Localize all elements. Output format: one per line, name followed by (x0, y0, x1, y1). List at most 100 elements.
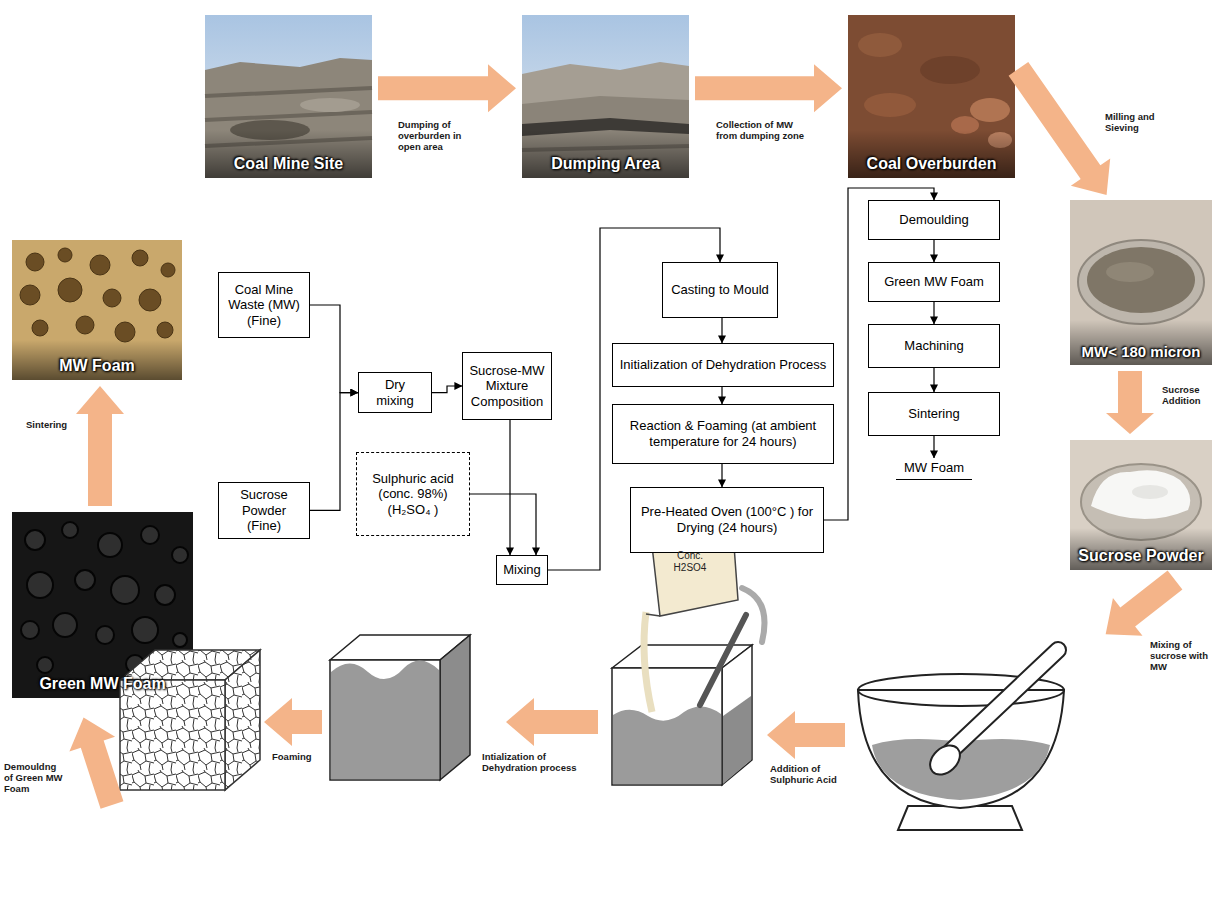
block-arrow (76, 386, 124, 506)
overburden-photo (920, 56, 980, 84)
photo-panel: MW Foam (12, 240, 182, 380)
photo-panel: Dumping Area (522, 15, 689, 178)
milled-powder-photo (1070, 200, 1212, 365)
green-foam-photo (62, 522, 78, 538)
green-foam-photo (96, 626, 114, 644)
arrow-label: Sucrose Addition (1162, 385, 1210, 407)
green-foam-photo (172, 547, 188, 563)
photo-panel: Coal Mine Site (205, 15, 372, 178)
dumping-area-photo (522, 62, 689, 178)
node-text: MW Foam (59, 357, 135, 375)
milled-powder-photo (1078, 240, 1204, 324)
mortar-sketch (950, 650, 1058, 752)
process-box: Machining (868, 324, 1000, 368)
step-label: Demouldng of Green MW Foam (4, 762, 66, 795)
process-box: Demoulding (868, 200, 1000, 240)
overburden-photo (864, 93, 916, 117)
sintered-foam-photo (103, 289, 121, 307)
coal-mine-photo (300, 98, 360, 112)
green-foam-photo (111, 576, 139, 604)
node-text: Coal Mine Site (234, 155, 343, 173)
green-foam-photo (27, 572, 53, 598)
dumping-area-photo (522, 15, 689, 178)
sintered-foam-photo (20, 285, 40, 305)
block-arrow (1106, 371, 1154, 434)
overburden-photo (848, 15, 1015, 178)
process-box: Pre-Heated Oven (100°C ) for Drying (24 … (630, 487, 824, 553)
green-foam-photo (75, 570, 95, 590)
green-foam-photo (98, 533, 122, 557)
flow-connector (432, 386, 462, 393)
dumping-area-photo (522, 15, 689, 178)
milled-powder-photo (1106, 262, 1154, 282)
acid-box-sketch (613, 706, 721, 784)
arrow-label: Milling and Sieving (1105, 112, 1185, 134)
node-text: Sulphuric acid (conc. 98%) (H₂SO₄ ) (363, 471, 463, 518)
block-arrow (1009, 62, 1111, 195)
step-label: Mixing of sucrose with MW (1150, 640, 1210, 673)
green-foam-photo (132, 617, 158, 643)
milled-powder-photo (1070, 200, 1212, 365)
process-arrow (767, 711, 845, 759)
overburden-photo (848, 130, 1015, 178)
flow-connector (933, 240, 934, 262)
flow-connector (470, 494, 536, 555)
sintered-foam-photo (161, 263, 175, 277)
arrow-label: Dumping of overburden in open area (398, 120, 476, 153)
node-text: Sintering (908, 406, 959, 422)
node-text: Casting to Mould (671, 282, 769, 298)
node-text: Coal Mine Waste (MW)(Fine) (225, 282, 303, 329)
dehydration-box-sketch (330, 660, 440, 780)
overburden-photo (848, 15, 1015, 178)
sintered-foam-photo (58, 248, 72, 262)
node-text: Reaction & Foaming (at ambient temperatu… (619, 418, 827, 449)
coal-mine-photo (205, 15, 372, 178)
foam-cube-sketch (120, 680, 225, 790)
node-text: Sucrose Powder (Fine) (225, 487, 303, 534)
sintered-foam-photo (115, 322, 135, 342)
node-text: MW Foam (904, 460, 964, 476)
process-arrow (264, 698, 322, 746)
mortar-sketch (898, 806, 1022, 830)
process-arrow (61, 561, 1190, 812)
node-text: Pre-Heated Oven (100°C ) for Drying (24 … (637, 504, 817, 535)
sintered-foam-photo (139, 289, 161, 311)
sucrose-photo (1070, 440, 1212, 570)
milled-powder-photo (1070, 320, 1212, 365)
node-text: Dry mixing (365, 377, 425, 408)
step-label: Foaming (272, 752, 322, 763)
mortar-sketch (924, 740, 965, 781)
coal-mine-photo (205, 130, 372, 178)
step-label: Intialization of Dehydration process (482, 752, 600, 774)
dumping-area-photo (522, 96, 689, 178)
dehydration-box-sketch (330, 635, 470, 780)
sintered-foam-photo (12, 240, 182, 380)
sintered-foam-photo (157, 322, 173, 338)
sintered-foam-photo (12, 240, 182, 380)
flow-connector (721, 464, 722, 487)
green-foam-photo (173, 633, 187, 647)
block-arrow (378, 64, 516, 112)
overburden-photo (858, 33, 902, 57)
process-box: Sucrose-MW Mixture Composition (462, 352, 552, 420)
green-foam-photo (21, 621, 39, 639)
photo-panel: Green MW Foam (12, 512, 193, 698)
acid-box-sketch (644, 612, 652, 712)
sintered-foam-photo (26, 253, 44, 271)
node-text: Sucrose-MW Mixture Composition (469, 363, 545, 410)
step-label: Addition of Sulphuric Acid (770, 764, 842, 786)
photo-panel: Coal Overburden (848, 15, 1015, 178)
flow-connector (933, 368, 934, 392)
process-arrow (506, 698, 598, 746)
node-text: Green MW Foam (884, 274, 984, 290)
acid-box-sketch (723, 696, 751, 784)
coal-mine-photo (205, 15, 372, 178)
node-text: Mixing (503, 562, 541, 578)
process-box: Casting to Mould (662, 262, 778, 318)
process-arrow (61, 710, 135, 812)
green-foam-photo (37, 657, 53, 673)
node-text: Coal Overburden (867, 155, 997, 173)
sintered-foam-photo (12, 340, 182, 380)
process-box: Green MW Foam (868, 262, 1000, 302)
